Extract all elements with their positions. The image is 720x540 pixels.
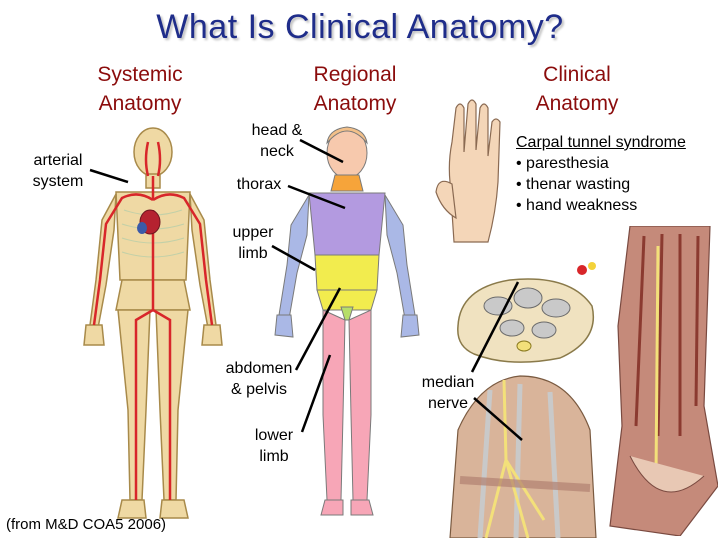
hand-illustration	[435, 99, 501, 243]
label-thorax: thorax	[228, 174, 290, 195]
label-median-nerve: median nerve	[412, 372, 484, 414]
label-upper-limb-line1: upper	[232, 224, 274, 241]
label-upper-limb: upper limb	[225, 222, 281, 264]
heading-clinical-line1: Clinical	[543, 63, 611, 86]
body-regions-illustration	[274, 126, 420, 516]
label-head-neck: head & neck	[238, 120, 316, 162]
pointer-arterial	[89, 168, 129, 184]
label-upper-limb-line2: limb	[238, 245, 268, 262]
pointer-median-wrist	[470, 281, 520, 373]
label-median-line1: median	[421, 374, 475, 391]
label-head-neck-line1: head &	[251, 122, 303, 139]
symptom-hand-weakness: • hand weakness	[516, 197, 638, 214]
carpal-tunnel-title: Carpal tunnel syndrome	[516, 134, 686, 151]
label-thorax-line1: thorax	[236, 176, 282, 193]
forearm-dissection-illustration	[609, 226, 718, 536]
source-citation: (from M&D COA5 2006)	[6, 516, 167, 533]
vessel-dots-icon	[577, 262, 596, 275]
heading-systemic-anatomy: Systemic Anatomy	[70, 60, 210, 118]
pointer-upper-limb	[271, 244, 316, 272]
wrist-cross-section-illustration	[457, 278, 594, 363]
pointer-thorax	[287, 184, 346, 210]
label-lower-limb-line2: limb	[259, 448, 289, 465]
label-median-line2: nerve	[427, 395, 469, 412]
pointer-lower-limb	[300, 354, 332, 433]
pointer-median-palm	[473, 397, 523, 441]
label-abdomen-line1: abdomen	[225, 360, 293, 377]
label-arterial-line2: system	[32, 173, 84, 190]
heading-systemic-line2: Anatomy	[98, 92, 182, 115]
label-arterial-system: arterial system	[18, 150, 98, 192]
label-abdomen-pelvis: abdomen & pelvis	[216, 358, 302, 400]
label-lower-limb-line1: lower	[254, 427, 294, 444]
label-abdomen-line2: & pelvis	[230, 381, 288, 398]
heading-regional-line2: Anatomy	[313, 92, 397, 115]
heading-systemic-line1: Systemic	[97, 63, 183, 86]
heading-regional-anatomy: Regional Anatomy	[285, 60, 425, 118]
palm-dissection-illustration	[449, 375, 597, 538]
heading-clinical-line2: Anatomy	[535, 92, 619, 115]
arterial-system-illustration	[83, 127, 223, 519]
symptom-thenar-wasting: • thenar wasting	[516, 176, 631, 193]
carpal-tunnel-block: Carpal tunnel syndrome • paresthesia • t…	[516, 132, 716, 216]
pointer-head-neck	[299, 138, 344, 164]
label-arterial-line1: arterial	[33, 152, 83, 169]
symptom-paresthesia: • paresthesia	[516, 155, 609, 172]
heading-regional-line1: Regional	[313, 63, 397, 86]
slide-title: What Is Clinical Anatomy?	[156, 8, 564, 46]
label-lower-limb: lower limb	[244, 425, 304, 467]
heading-clinical-anatomy: Clinical Anatomy	[507, 60, 647, 118]
label-head-neck-line2: neck	[260, 143, 294, 160]
pointer-abdomen	[294, 287, 342, 371]
